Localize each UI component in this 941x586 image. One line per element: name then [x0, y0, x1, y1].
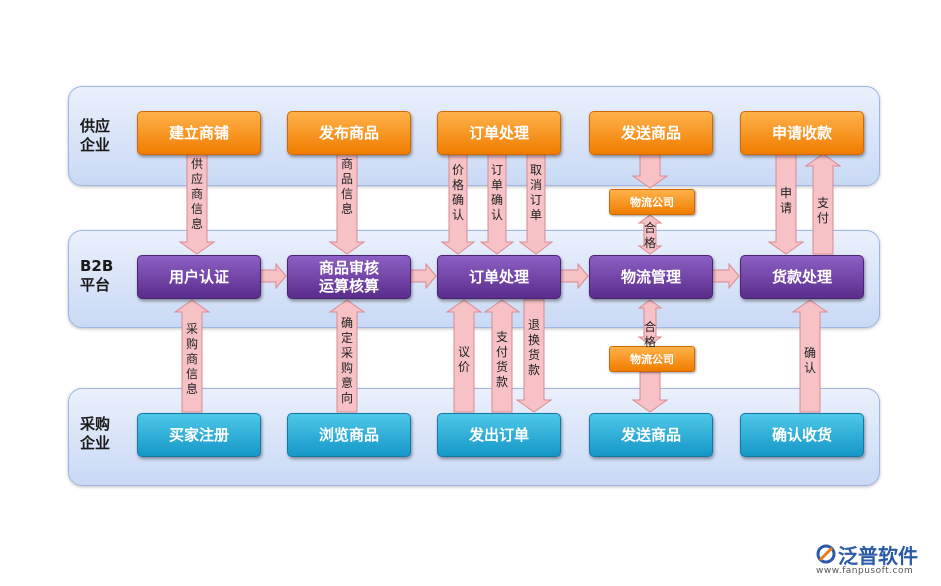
- label-order-confirm: 订单确认: [490, 163, 503, 222]
- arrow-pay: [804, 153, 842, 255]
- label-apply: 申请: [779, 186, 792, 215]
- label-confirm-purchase: 确定采购意向: [340, 316, 353, 405]
- brand-url: www.fanpusoft.com: [816, 566, 914, 576]
- logistics-company-bottom: 物流公司: [609, 346, 695, 372]
- supplier-box-publish-product: 发布商品: [287, 111, 411, 155]
- arrow-auth-to-review: [259, 262, 287, 290]
- supplier-box-order-processing: 订单处理: [437, 111, 561, 155]
- brand-name: 泛普软件: [838, 544, 918, 568]
- label-negotiate: 议价: [457, 345, 470, 374]
- label-product-info: 商品信息: [340, 157, 353, 216]
- buyer-box-browse-products: 浏览商品: [287, 413, 411, 457]
- platform-box-product-review: 商品审核运算核算: [287, 255, 411, 299]
- arrow-negotiate: [445, 299, 483, 413]
- buyer-box-confirm-receipt: 确认收货: [740, 413, 864, 457]
- supplier-box-ship-goods: 发送商品: [589, 111, 713, 155]
- buyer-box-register: 买家注册: [137, 413, 261, 457]
- arrow-price-confirm: [440, 153, 476, 255]
- label-supplier-info: 供应商信息: [190, 157, 203, 231]
- buyer-box-ship-goods: 发送商品: [589, 413, 713, 457]
- arrow-logistics-to-buyer: [631, 371, 669, 413]
- platform-box-user-auth: 用户认证: [137, 255, 261, 299]
- label-cancel-order: 取消订单: [529, 163, 542, 222]
- supplier-box-open-shop: 建立商铺: [137, 111, 261, 155]
- arrow-cancel-order: [518, 153, 554, 255]
- arrow-pay-goods: [483, 299, 521, 413]
- lane-label-supplier: 供应企业: [80, 117, 111, 154]
- logistics-company-top: 物流公司: [609, 189, 695, 215]
- fanpu-logo-icon: [816, 544, 836, 564]
- arrow-ship-to-logistics: [631, 153, 669, 189]
- lane-label-buyer: 采购企业: [80, 415, 111, 452]
- arrow-product-info: [328, 153, 366, 255]
- label-purchase-info: 采购商信息: [185, 322, 198, 396]
- platform-box-payment-processing: 货款处理: [740, 255, 864, 299]
- arrow-purchase-info: [173, 299, 211, 413]
- buyer-box-place-order: 发出订单: [437, 413, 561, 457]
- label-pay-goods: 支付货款: [495, 330, 508, 389]
- arrow-supplier-info: [178, 153, 216, 255]
- platform-box-order-processing: 订单处理: [437, 255, 561, 299]
- label-pay: 支付: [816, 196, 829, 225]
- arrow-qualified-bottom: [637, 299, 663, 346]
- label-qualified-top: 合格: [643, 221, 656, 250]
- platform-box-logistics: 物流管理: [589, 255, 713, 299]
- arrow-apply: [767, 153, 805, 255]
- supplier-box-request-payment: 申请收款: [740, 111, 864, 155]
- arrow-confirm-purchase: [328, 299, 366, 413]
- arrow-order-to-logistics: [559, 262, 589, 290]
- label-confirm: 确认: [803, 346, 816, 375]
- label-qualified-bottom: 合格: [643, 320, 656, 349]
- arrow-qualified-top: [637, 214, 663, 255]
- label-price-confirm: 价格确认: [451, 163, 464, 222]
- arrow-order-confirm: [479, 153, 515, 255]
- arrow-review-to-order: [409, 262, 437, 290]
- arrow-confirm: [791, 299, 829, 413]
- arrow-logistics-to-payment: [711, 262, 740, 290]
- arrow-refund: [515, 299, 553, 413]
- label-refund: 退换货款: [527, 318, 540, 377]
